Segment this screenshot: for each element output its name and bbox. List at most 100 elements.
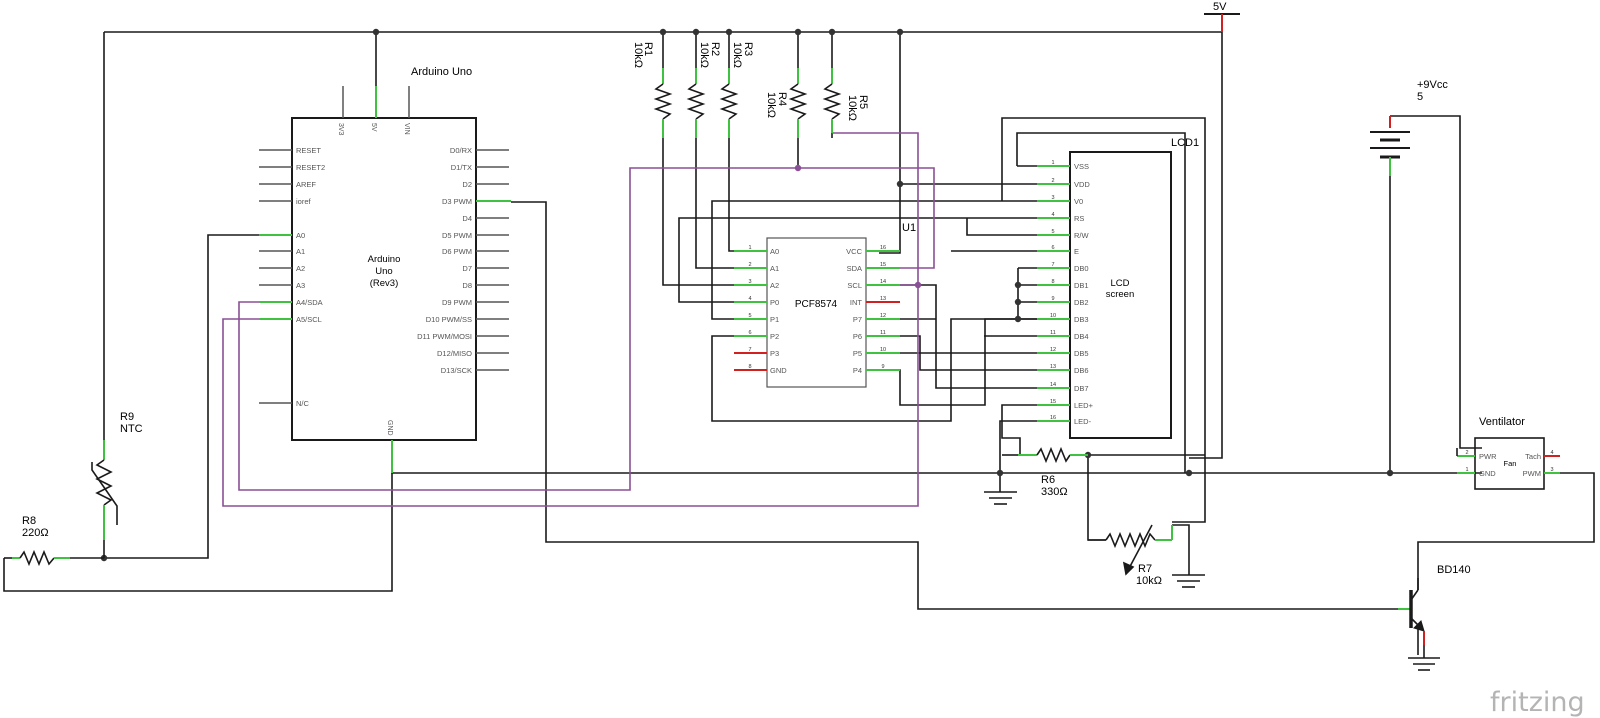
- pcf-pin-p1: P1: [770, 315, 779, 324]
- arduino-pin-a4-sda: A4/SDA: [296, 298, 323, 307]
- arduino-pin-reset: RESET: [296, 146, 321, 155]
- fan-body: Fan: [1504, 459, 1517, 468]
- arduino-pin-d0: D0/RX: [450, 146, 472, 155]
- r5-value: 10kΩ: [846, 95, 858, 121]
- r1-name: R1: [642, 42, 654, 56]
- arduino-pin-vin: VIN: [403, 123, 410, 135]
- lcd-pin-vss: VSS: [1074, 162, 1089, 171]
- lcd-pin-db5: DB5: [1074, 349, 1089, 358]
- rail-5v: 5V: [1204, 1, 1240, 32]
- fan-num-4: 4: [1550, 450, 1553, 456]
- lcd-num-14: 14: [1050, 382, 1056, 388]
- r2-name: R2: [709, 42, 721, 56]
- potentiometer-r7: [1088, 524, 1205, 588]
- transistor-name: BD140: [1437, 564, 1471, 576]
- pcf-num-7: 7: [748, 347, 751, 353]
- arduino-pin-d13: D13/SCK: [441, 366, 472, 375]
- battery-value: 5: [1417, 91, 1423, 103]
- pcf-pin-gnd: GND: [770, 366, 787, 375]
- resistor-r8: [12, 549, 104, 567]
- u1-ref: U1: [902, 222, 916, 234]
- resistor-r4: [788, 68, 808, 138]
- lcd-pin-db4: DB4: [1074, 332, 1089, 341]
- r3-name: R3: [742, 42, 754, 56]
- arduino-pin-d10: D10 PWM/SS: [426, 315, 472, 324]
- lcd-num-9: 9: [1051, 296, 1054, 302]
- ntc-thermistor-r9: [91, 440, 118, 558]
- fan-pin-tach: Tach: [1525, 452, 1541, 461]
- r2-value: 10kΩ: [698, 42, 710, 68]
- pcf-pin-vcc: VCC: [846, 247, 862, 256]
- lcd-pin-db2: DB2: [1074, 298, 1089, 307]
- pcf-num-12: 12: [880, 313, 886, 319]
- arduino-pin-d9: D9 PWM: [442, 298, 472, 307]
- arduino-body-line3: (Rev3): [370, 278, 399, 289]
- pcf-pin-a0: A0: [770, 247, 779, 256]
- lcd-pin-db1: DB1: [1074, 281, 1089, 290]
- arduino-pin-d4: D4: [462, 214, 472, 223]
- arduino-pin-a2: A2: [296, 264, 305, 273]
- lcd-body-line2: screen: [1106, 289, 1135, 300]
- r7-value: 10kΩ: [1136, 575, 1162, 587]
- pcf-num-8: 8: [748, 364, 751, 370]
- arduino-title: Arduino Uno: [411, 66, 472, 78]
- lcd-ref: LCD1: [1171, 137, 1199, 149]
- pcf-pin-p6: P6: [853, 332, 862, 341]
- resistor-r2: [686, 68, 706, 138]
- arduino-body-line2: Uno: [375, 266, 392, 277]
- arduino-pin-d12: D12/MISO: [437, 349, 472, 358]
- resistor-r1: [653, 68, 673, 138]
- arduino-pin-d7: D7: [462, 264, 472, 273]
- lcd-num-12: 12: [1050, 347, 1056, 353]
- arduino-body-line1: Arduino: [368, 254, 401, 265]
- pcf-pin-scl: SCL: [847, 281, 862, 290]
- arduino-pin-a1: A1: [296, 247, 305, 256]
- pcf-pin-a2: A2: [770, 281, 779, 290]
- lcd-pin-vdd: VDD: [1074, 180, 1090, 189]
- pcf-pin-p2: P2: [770, 332, 779, 341]
- arduino-pin-gnd: GND: [386, 420, 393, 436]
- lcd-body-line1: LCD: [1110, 278, 1129, 289]
- pcf-pin-p0: P0: [770, 298, 779, 307]
- lcd-display: LCD1 LCD screen VSS VDD V0 RS R/W: [1037, 137, 1199, 439]
- resistor-r6: [1018, 446, 1088, 464]
- arduino-pin-reset2: RESET2: [296, 163, 325, 172]
- arduino-pin-a0: A0: [296, 231, 305, 240]
- r7-name: R7: [1138, 563, 1152, 575]
- arduino-uno: Arduino Uno Arduino Uno (Rev3) 3V3 5V VI…: [259, 66, 511, 473]
- pcf-num-9: 9: [881, 364, 884, 370]
- lcd-pin-db0: DB0: [1074, 264, 1089, 273]
- arduino-pin-d2: D2: [462, 180, 472, 189]
- r9-value: NTC: [120, 423, 143, 435]
- r6-name: R6: [1041, 474, 1055, 486]
- pcf-num-11: 11: [880, 330, 886, 336]
- arduino-pin-d6: D6 PWM: [442, 247, 472, 256]
- pcf-pin-sda: SDA: [847, 264, 862, 273]
- r3-value: 10kΩ: [731, 42, 743, 68]
- pcf-num-4: 4: [748, 296, 751, 302]
- fan-pin-gnd: GND: [1479, 469, 1496, 478]
- pcf-pin-p4: P4: [853, 366, 862, 375]
- arduino-pin-d5: D5 PWM: [442, 231, 472, 240]
- r1-value: 10kΩ: [632, 42, 644, 68]
- r8-value: 220Ω: [22, 527, 49, 539]
- r5-name: R5: [857, 95, 869, 109]
- junction-nodes: [100, 28, 1394, 562]
- pcf-num-15: 15: [880, 262, 886, 268]
- resistor-r3: [719, 68, 739, 138]
- pcf-num-10: 10: [880, 347, 886, 353]
- lcd-pin-e: E: [1074, 247, 1079, 256]
- pcf8574-expander: U1 PCF8574 A0 A1 A2 P0: [734, 222, 916, 388]
- pcf-num-6: 6: [748, 330, 751, 336]
- fan-pin-pwm: PWM: [1523, 469, 1541, 478]
- pcf8574-name: PCF8574: [795, 299, 838, 310]
- arduino-pin-d1: D1/TX: [451, 163, 472, 172]
- lcd-num-10: 10: [1050, 313, 1056, 319]
- arduino-pin-d8: D8: [462, 281, 472, 290]
- lcd-num-3: 3: [1051, 195, 1054, 201]
- resistor-r5: [822, 68, 842, 133]
- lcd-num-4: 4: [1051, 212, 1054, 218]
- lcd-num-5: 5: [1051, 229, 1054, 235]
- pcf-num-13: 13: [880, 296, 886, 302]
